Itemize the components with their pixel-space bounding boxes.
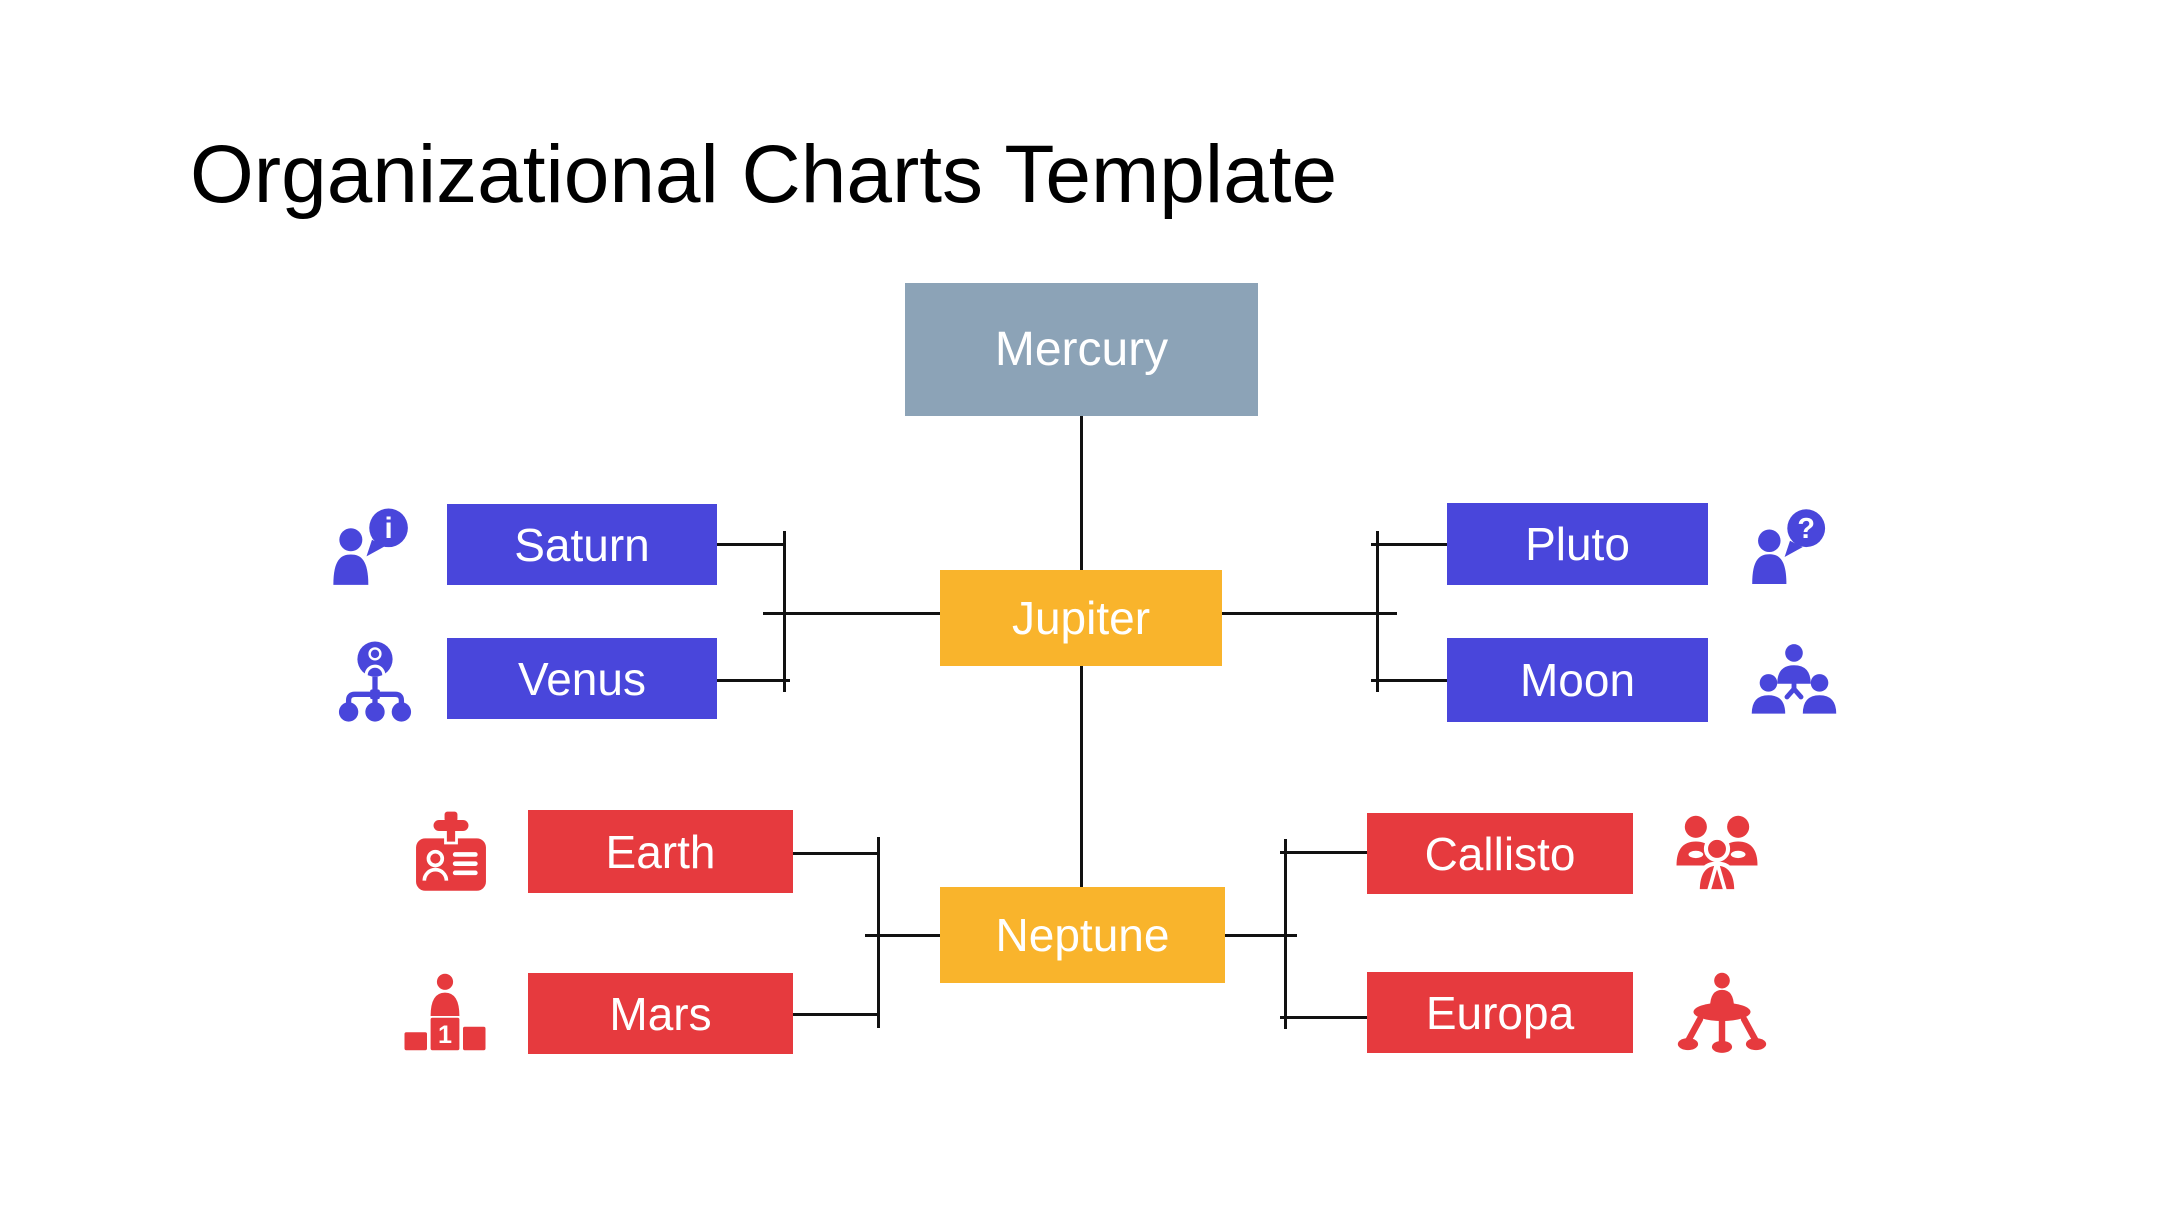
org-node-callisto[interactable]: Callisto (1367, 813, 1633, 894)
connector-left-top-vertical (783, 531, 786, 692)
connector-venus (717, 679, 790, 682)
winner-podium-icon: 1 (400, 968, 490, 1064)
connector-saturn (717, 543, 784, 546)
org-node-label: Mars (609, 987, 712, 1040)
org-node-label: Saturn (514, 518, 650, 571)
org-node-earth[interactable]: Earth (528, 810, 793, 893)
org-node-venus[interactable]: Venus (447, 638, 717, 719)
connector-mercury-jupiter (1080, 416, 1083, 570)
connector-moon (1371, 679, 1447, 682)
org-node-neptune[interactable]: Neptune (940, 887, 1225, 983)
connector-mars (793, 1013, 878, 1016)
org-node-label: Neptune (995, 909, 1170, 961)
org-node-label: Venus (518, 652, 646, 705)
org-node-mars[interactable]: Mars (528, 973, 793, 1054)
person-question-icon: ? (1745, 502, 1835, 594)
connector-jupiter-right (1222, 612, 1397, 615)
org-node-europa[interactable]: Europa (1367, 972, 1633, 1053)
page-title: Organizational Charts Template (190, 129, 1338, 220)
svg-text:?: ? (1797, 513, 1815, 545)
org-hierarchy-icon (331, 636, 419, 728)
connector-earth (793, 852, 878, 855)
org-node-label: Jupiter (1011, 592, 1151, 644)
org-node-pluto[interactable]: Pluto (1447, 503, 1708, 585)
org-node-label: Europa (1425, 986, 1575, 1039)
connector-neptune-left (865, 934, 940, 937)
org-node-label: Moon (1519, 654, 1636, 706)
org-node-moon[interactable]: Moon (1447, 638, 1708, 722)
connector-neptune-right (1222, 934, 1297, 937)
org-node-saturn[interactable]: Saturn (447, 504, 717, 585)
person-info-icon: i (326, 503, 418, 595)
connector-jupiter-left (763, 612, 940, 615)
org-node-label: Callisto (1424, 827, 1576, 880)
org-node-jupiter[interactable]: Jupiter (940, 570, 1222, 666)
delegation-network-icon (1676, 968, 1768, 1065)
team-connected-icon (1750, 636, 1838, 728)
svg-text:i: i (384, 512, 392, 545)
connector-pluto (1371, 543, 1447, 546)
org-node-label: Mercury (994, 322, 1169, 376)
connector-jupiter-neptune (1080, 666, 1083, 887)
connector-right-top-vertical (1376, 531, 1379, 692)
id-badge-icon (405, 806, 497, 902)
org-node-mercury[interactable]: Mercury (905, 283, 1258, 416)
connector-europa (1280, 1016, 1367, 1019)
org-node-label: Earth (605, 825, 716, 878)
people-group-icon (1671, 806, 1763, 901)
connector-callisto (1280, 851, 1367, 854)
org-node-label: Pluto (1525, 518, 1630, 570)
connector-left-bottom-vertical (877, 837, 880, 1028)
svg-text:1: 1 (438, 1021, 452, 1049)
